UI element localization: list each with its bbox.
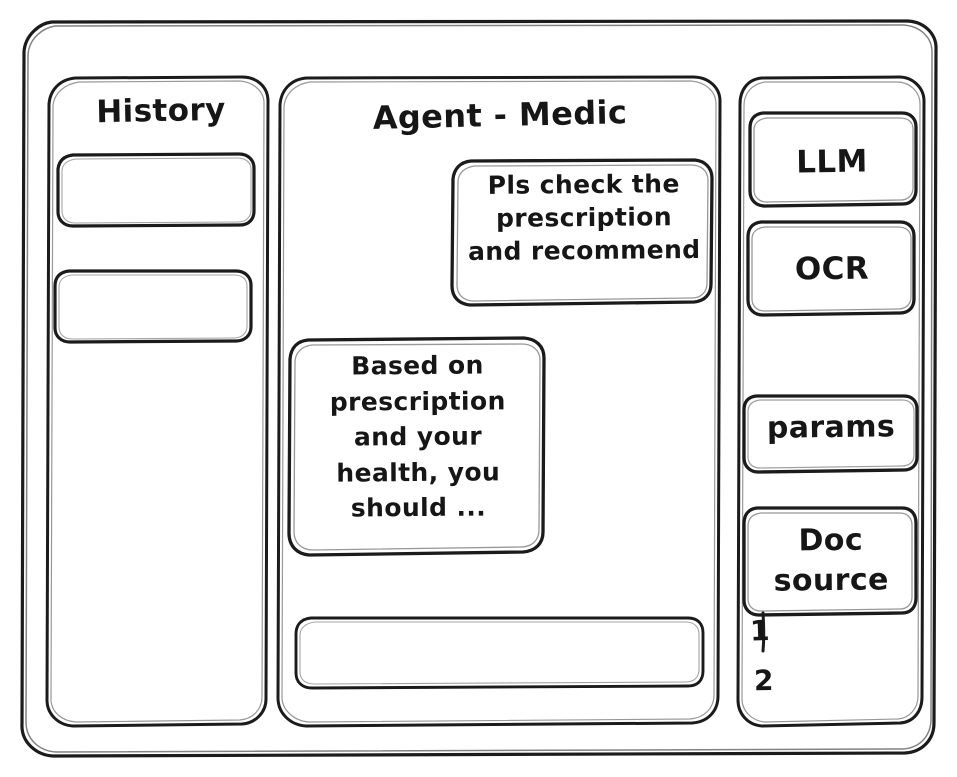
doc-source-list-item-2[interactable]: 2: [753, 663, 775, 698]
history-panel-title: History: [95, 91, 227, 131]
history-item-1[interactable]: [58, 154, 254, 227]
page-title: Agent - Medic: [372, 93, 628, 137]
tool-button-llm-label: LLM: [795, 143, 869, 181]
doc-source-list-item-1[interactable]: 1: [749, 613, 771, 648]
tool-button-doc-source-label: Doc source: [773, 522, 889, 599]
assistant-message-text: Based on prescription and your health, y…: [329, 350, 506, 523]
message-input[interactable]: [296, 618, 703, 688]
user-message-text: Pls check the prescription and recommend: [467, 169, 701, 267]
tool-button-params-label: params: [766, 409, 896, 446]
tool-button-ocr-label: OCR: [794, 250, 870, 288]
history-item-2[interactable]: [55, 271, 251, 342]
